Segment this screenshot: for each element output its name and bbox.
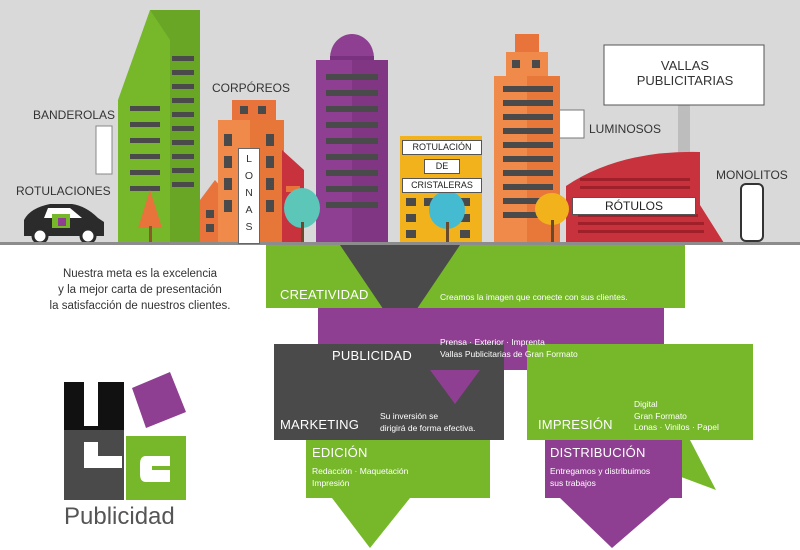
desc-edicion-line1: Redacción · Maquetación [312, 466, 409, 476]
teal-tree-left [284, 188, 320, 243]
tagline: Nuestra meta es la excelencia y la mejor… [20, 266, 260, 314]
orange-triangle-tree [138, 190, 162, 243]
tagline-line3: la satisfacción de nuestros clientes. [49, 300, 231, 312]
desc-marketing: Su inversión se dirigirá de forma efecti… [380, 411, 475, 434]
teal-tree-right [429, 191, 465, 243]
rotulacion-sign-line1-box: ROTULACIÓN [402, 140, 482, 155]
monolito-sign [740, 183, 764, 242]
arrow-edicion [332, 498, 410, 548]
rotulos-sign-text: RÓTULOS [604, 199, 663, 213]
label-creatividad: CREATIVIDAD [280, 287, 369, 302]
desc-edicion: Redacción · Maquetación Impresión [312, 466, 408, 489]
desc-impresion: Digital Gran Formato Lonas · Vinilos · P… [634, 399, 719, 434]
arrow-publicidad [430, 370, 480, 404]
desc-publicidad-line2: Vallas Publicitarias de Gran Formato [440, 348, 578, 359]
label-corporeos: CORPÓREOS [212, 81, 291, 95]
luminoso-sign [557, 109, 585, 139]
label-impresion: IMPRESIÓN [538, 417, 613, 432]
desc-distribucion-line1: Entregamos y distribuimos [550, 466, 651, 476]
yellow-tree [535, 193, 569, 243]
desc-impresion-line1: Digital [634, 399, 658, 409]
city-skyline-illustration [24, 10, 765, 245]
label-publicidad: PUBLICIDAD [332, 348, 413, 363]
desc-impresion-line3: Lonas · Vinilos · Papel [634, 422, 719, 432]
label-banderolas: BANDEROLAS [33, 108, 116, 122]
lonas-letter: L [246, 153, 252, 165]
desc-distribucion: Entregamos y distribuimos sus trabajos [550, 466, 650, 489]
funnel-creatividad [340, 245, 460, 334]
rotulos-sign: RÓTULOS [572, 197, 696, 215]
rotulacion-sign-line3: CRISTALERAS [411, 180, 473, 190]
band-edicion [306, 440, 490, 498]
band-creatividad [266, 245, 685, 308]
lonas-letter: S [245, 221, 253, 233]
desc-publicidad-line1: Prensa · Exterior · Imprenta [440, 337, 545, 347]
label-monolitos: MONOLITOS [716, 168, 788, 182]
desc-marketing-line1: Su inversión se [380, 411, 439, 421]
rotulacion-sign-line2: DE [435, 161, 449, 171]
label-vallas: VALLAS PUBLICITARIAS [604, 58, 766, 88]
label-rotulaciones: ROTULACIONES [16, 184, 111, 198]
rotulacion-sign-line1: ROTULACIÓN [412, 142, 472, 152]
logo-wordmark: Publicidad [64, 503, 175, 530]
label-vallas-line2: PUBLICITARIAS [636, 73, 734, 88]
tagline-line1: Nuestra meta es la excelencia [62, 268, 218, 280]
rotulacion-sign-line2-box: DE [424, 159, 460, 174]
lonas-letter: A [245, 204, 253, 216]
label-distribucion: DISTRIBUCIÓN [550, 445, 646, 460]
billboard [603, 44, 765, 164]
car-rotulado [24, 204, 104, 245]
banderola-flag [95, 125, 113, 175]
label-marketing: MARKETING [280, 417, 360, 432]
band-impresion [527, 344, 753, 440]
tagline-line2: y la mejor carta de presentación [58, 284, 222, 296]
purple-dome-tower [316, 34, 388, 243]
label-vallas-line1: VALLAS [660, 58, 710, 73]
label-edicion: EDICIÓN [312, 445, 368, 460]
green-tower [118, 10, 200, 243]
lonas-letter: N [245, 187, 253, 199]
lonas-sign: L O N A S [238, 148, 260, 244]
desc-edicion-line2: Impresión [312, 477, 350, 488]
label-luminosos: LUMINOSOS [589, 122, 662, 136]
desc-marketing-line2: dirigirá de forma efectiva. [380, 422, 476, 433]
band-distribucion [545, 440, 682, 498]
rotulacion-sign-line3-box: CRISTALERAS [402, 178, 482, 193]
desc-publicidad: Prensa · Exterior · Imprenta Vallas Publ… [440, 337, 578, 360]
lonas-letter: O [244, 170, 254, 182]
arrow-distribucion [560, 498, 670, 548]
band-marketing [274, 344, 504, 440]
desc-creatividad: Creamos la imagen que conecte con sus cl… [440, 292, 628, 302]
desc-impresion-line2: Gran Formato [634, 410, 687, 421]
desc-distribucion-line2: sus trabajos [550, 477, 596, 488]
company-logo-mark [64, 372, 186, 500]
ground-line [0, 242, 800, 245]
